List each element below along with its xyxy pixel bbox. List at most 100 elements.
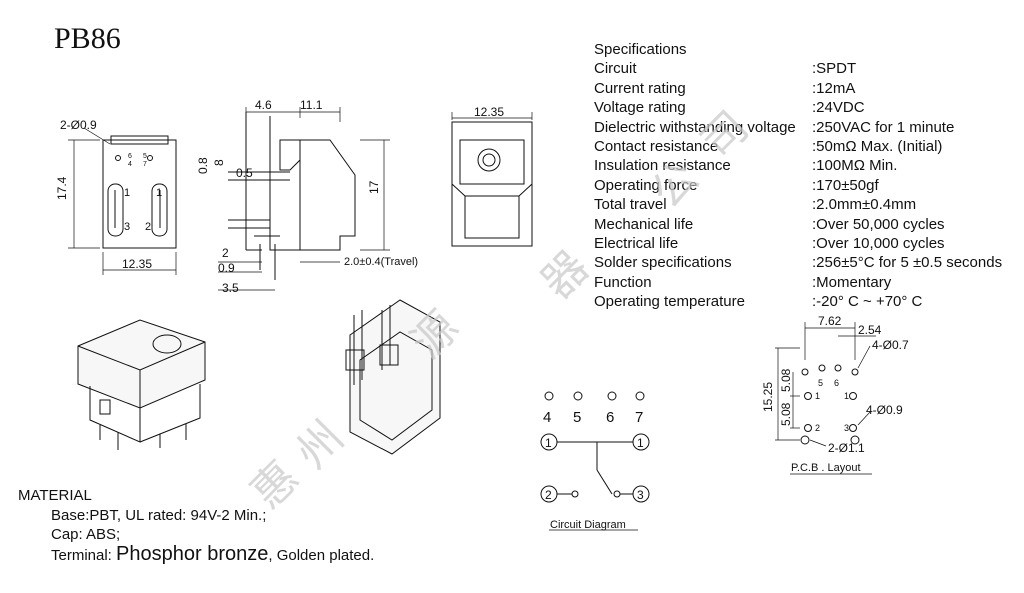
spec-value: :Momentary <box>812 273 892 291</box>
spec-value: :250VAC for 1 minute <box>812 118 955 136</box>
spec-value: :100MΩ Min. <box>812 157 898 175</box>
pcb-layout: 7.62 2.54 4-Ø0.7 15.25 5.08 5.08 4-Ø0.9 … <box>761 314 909 475</box>
spec-row: Mechanical life :Over 50,000 cycles <box>594 215 1002 234</box>
pcb-holes-0-7: 4-Ø0.7 <box>872 338 909 352</box>
pcb-layout-label: P.C.B . Layout <box>791 462 861 474</box>
spec-name: Contact resistance <box>594 138 719 156</box>
dim-3-5: 3.5 <box>222 281 239 295</box>
spec-value: :SPDT <box>812 60 857 78</box>
spec-name: Current rating <box>594 79 686 97</box>
spec-row: Dielectric withstanding voltage :250VAC f… <box>594 118 1002 137</box>
pcb-holes-1-1: 2-Ø1.1 <box>828 441 865 455</box>
spec-name: Dielectric withstanding voltage <box>594 118 796 136</box>
spec-row: Insulation resistance :100MΩ Min. <box>594 156 1002 175</box>
spec-row: Contact resistance :50mΩ Max. (Initial) <box>594 137 1002 156</box>
material-cap: Cap: ABS; <box>51 526 121 543</box>
circuit-pin-7: 7 <box>635 409 643 426</box>
spec-row: Operating temperature :-20° C ~ +70° C <box>594 292 1002 311</box>
circuit-diagram-label: Circuit Diagram <box>550 519 626 531</box>
spec-row: Electrical life :Over 10,000 cycles <box>594 234 1002 253</box>
pin-label-1b: 1 <box>156 187 162 199</box>
dim-0-8: 0.8 <box>196 157 210 174</box>
circuit-terminal-2: 2 <box>545 488 552 502</box>
pcb-holes-0-9: 4-Ø0.9 <box>866 403 903 417</box>
pin-label-3: 3 <box>124 221 130 233</box>
pcb-dim-15-25: 15.25 <box>761 382 775 412</box>
dim-height-left: 17.4 <box>55 176 69 200</box>
spec-name: Function <box>594 273 652 291</box>
spec-row: Current rating :12mA <box>594 79 1002 98</box>
top-view-drawing: 2-Ø0.9 17.4 12.35 1 1 3 2 6 5 4 7 <box>55 118 177 275</box>
dim-2: 2 <box>222 246 229 260</box>
dim-hole-top: 2-Ø0.9 <box>60 118 97 132</box>
spec-row: Operating force :170±50gf <box>594 176 1002 195</box>
isometric-view-2 <box>345 299 441 455</box>
pcb-dim-5-08-b: 5.08 <box>779 402 793 426</box>
spec-name: Insulation resistance <box>594 157 731 175</box>
dim-0-9: 0.9 <box>218 261 235 275</box>
dim-4-6: 4.6 <box>255 98 272 112</box>
circuit-terminal-3: 3 <box>637 488 644 502</box>
isometric-view-1 <box>77 319 206 450</box>
spec-name: Voltage rating <box>594 99 686 117</box>
dim-0-5: 0.5 <box>236 166 253 180</box>
spec-value: :Over 50,000 cycles <box>812 215 945 233</box>
dim-11-1: 11.1 <box>300 98 323 112</box>
spec-value: :256±5°C for 5 ±0.5 seconds <box>812 254 1003 272</box>
spec-name: Solder specifications <box>594 254 732 272</box>
material-section: MATERIAL Base:PBT, UL rated: 94V-2 Min.;… <box>18 486 374 565</box>
dim-17: 17 <box>367 180 381 194</box>
spec-row: Total travel :2.0mm±0.4mm <box>594 195 1002 214</box>
specifications-heading: Specifications <box>594 41 687 58</box>
spec-row: Solder specifications :256±5°C for 5 ±0.5… <box>594 253 1002 272</box>
dim-travel: 2.0±0.4(Travel) <box>344 256 418 268</box>
dim-width-bottom: 12.35 <box>122 257 152 271</box>
spec-name: Electrical life <box>594 235 679 253</box>
spec-name: Operating force <box>594 176 698 194</box>
spec-name: Circuit <box>594 60 637 78</box>
circuit-pin-6: 6 <box>606 409 614 426</box>
dim-front-width: 12.35 <box>474 105 504 119</box>
top-label-6: 6 <box>128 153 132 160</box>
pcb-pin-5: 5 <box>818 378 823 388</box>
spec-value: :24VDC <box>812 99 865 117</box>
spec-value: :Over 10,000 cycles <box>812 235 945 253</box>
side-view-drawing: 4.6 11.1 0.8 8 0.5 17 2 0.9 3.5 2.0±0.4(… <box>196 98 418 295</box>
pin-label-2: 2 <box>145 221 151 233</box>
top-label-5: 5 <box>143 153 147 160</box>
pin-label-1a: 1 <box>124 187 130 199</box>
terminal-finish: , Golden plated. <box>268 546 375 564</box>
spec-name: Total travel <box>594 196 667 214</box>
circuit-terminal-1a: 1 <box>545 436 552 450</box>
pcb-pin-1a: 1 <box>815 391 820 401</box>
pcb-dim-7-62: 7.62 <box>818 314 842 328</box>
circuit-terminal-1b: 1 <box>637 436 644 450</box>
spec-value: :170±50gf <box>812 176 879 194</box>
spec-value: :12mA <box>812 79 856 97</box>
pcb-pin-3: 3 <box>844 423 849 433</box>
pcb-dim-5-08-a: 5.08 <box>779 368 793 392</box>
spec-row: Function :Momentary <box>594 273 1002 292</box>
pcb-pin-1b: 1 <box>844 391 849 401</box>
terminal-material: Phosphor bronze <box>116 542 269 565</box>
page-title: PB86 <box>54 22 121 55</box>
circuit-pin-5: 5 <box>573 409 581 426</box>
top-label-4: 4 <box>128 161 132 168</box>
material-terminal: Terminal: Phosphor bronze, Golden plated… <box>18 542 375 566</box>
material-base: Base:PBT, UL rated: 94V-2 Min.; <box>51 506 267 524</box>
front-view-drawing: 12.35 <box>451 105 533 247</box>
spec-name: Operating temperature <box>594 293 745 311</box>
material-heading: MATERIAL <box>18 487 92 504</box>
spec-name: Mechanical life <box>594 215 694 233</box>
spec-value: :-20° C ~ +70° C <box>812 293 923 311</box>
pcb-pin-2: 2 <box>815 423 820 433</box>
terminal-prefix: Terminal: <box>51 546 117 564</box>
pcb-dim-2-54: 2.54 <box>858 323 882 337</box>
spec-value: :2.0mm±0.4mm <box>812 196 917 214</box>
spec-value: :50mΩ Max. (Initial) <box>812 138 943 156</box>
circuit-diagram: 4 5 6 7 1 1 2 3 Circuit Diagram <box>540 391 650 531</box>
top-label-7: 7 <box>143 161 147 168</box>
circuit-pin-4: 4 <box>543 409 551 426</box>
